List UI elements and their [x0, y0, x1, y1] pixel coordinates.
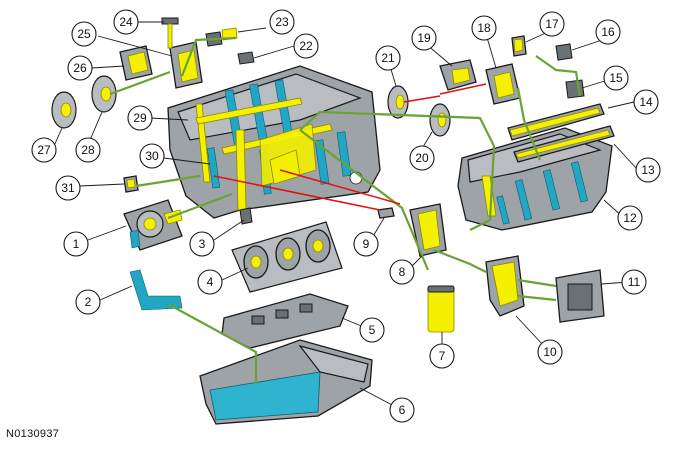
callout-22: 22	[293, 33, 319, 59]
svg-text:13: 13	[641, 163, 655, 177]
svg-text:28: 28	[81, 143, 95, 157]
callout-28: 28	[75, 137, 101, 163]
callout-4: 4	[197, 269, 223, 295]
callout-25: 25	[71, 21, 97, 47]
callout-14: 14	[633, 89, 659, 115]
svg-text:1: 1	[73, 237, 80, 251]
oil-circuit-lines	[109, 36, 582, 384]
svg-text:9: 9	[363, 237, 370, 251]
callout-8: 8	[389, 259, 415, 285]
svg-text:5: 5	[369, 323, 376, 337]
callout-16: 16	[595, 19, 621, 45]
callout-30: 30	[139, 143, 165, 169]
svg-text:18: 18	[477, 21, 491, 35]
oil-cooler-cover	[555, 269, 605, 323]
svg-text:22: 22	[299, 39, 313, 53]
callout-2: 2	[75, 289, 101, 315]
callout-26: 26	[67, 55, 93, 81]
svg-text:10: 10	[543, 345, 557, 359]
svg-text:7: 7	[439, 349, 446, 363]
callout-21: 21	[375, 45, 401, 71]
oil-pan	[199, 339, 373, 425]
svg-text:29: 29	[133, 111, 147, 125]
svg-text:25: 25	[77, 27, 91, 41]
oil-cooler-adapter	[485, 255, 525, 317]
oil-pump	[123, 199, 183, 251]
callout-18: 18	[471, 15, 497, 41]
svg-text:26: 26	[73, 61, 87, 75]
callout-27: 27	[31, 137, 57, 163]
svg-text:11: 11	[628, 275, 641, 289]
svg-text:3: 3	[199, 237, 206, 251]
callout-15: 15	[603, 65, 629, 91]
oil-filter-adapter	[409, 203, 447, 257]
svg-text:27: 27	[37, 143, 51, 157]
svg-text:8: 8	[399, 265, 406, 279]
svg-text:15: 15	[609, 71, 623, 85]
left-timing-components	[119, 17, 255, 89]
small-fittings	[123, 175, 395, 225]
callout-12: 12	[617, 205, 643, 231]
callout-7: 7	[429, 343, 455, 369]
svg-text:17: 17	[545, 17, 559, 31]
left-cylinder-head-assembly	[167, 65, 381, 219]
svg-text:2: 2	[85, 295, 92, 309]
crankshaft	[231, 221, 343, 293]
svg-text:30: 30	[145, 149, 159, 163]
callout-5: 5	[359, 317, 385, 343]
callout-13: 13	[635, 157, 661, 183]
right-camshafts	[507, 103, 615, 163]
callout-9: 9	[353, 231, 379, 257]
bearing-bedplate	[221, 293, 349, 349]
callout-20: 20	[409, 145, 435, 171]
svg-text:14: 14	[639, 95, 653, 109]
callout-19: 19	[411, 25, 437, 51]
callout-31: 31	[55, 175, 81, 201]
svg-text:24: 24	[119, 15, 133, 29]
svg-text:4: 4	[207, 275, 214, 289]
callout-10: 10	[537, 339, 563, 365]
svg-text:23: 23	[275, 15, 289, 29]
svg-text:20: 20	[415, 151, 429, 165]
oil-pickup-tube	[129, 269, 183, 311]
callout-11: 11	[621, 269, 647, 295]
svg-text:31: 31	[61, 181, 75, 195]
figure-id: N0130937	[6, 428, 60, 440]
svg-text:21: 21	[381, 51, 395, 65]
callout-24: 24	[113, 9, 139, 35]
callout-3: 3	[189, 231, 215, 257]
oil-filter	[427, 285, 455, 333]
callout-6: 6	[389, 397, 415, 423]
callout-1: 1	[63, 231, 89, 257]
callout-17: 17	[539, 11, 565, 37]
right-timing-components	[439, 35, 585, 105]
right-cylinder-head	[457, 127, 613, 231]
svg-text:19: 19	[417, 31, 431, 45]
svg-text:12: 12	[623, 211, 637, 225]
svg-text:16: 16	[601, 25, 615, 39]
svg-text:6: 6	[399, 403, 406, 417]
callout-29: 29	[127, 105, 153, 131]
callout-23: 23	[269, 9, 295, 35]
